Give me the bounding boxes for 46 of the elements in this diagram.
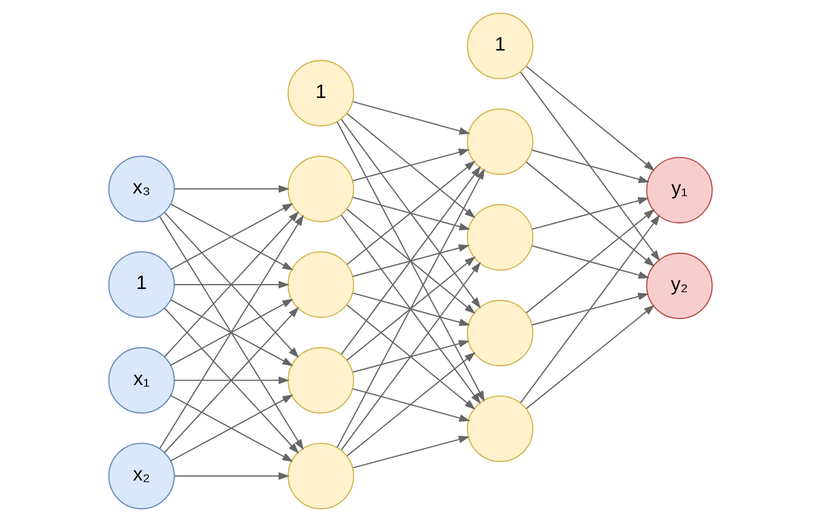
arrow <box>336 168 484 448</box>
node-circle: y₂ <box>646 252 712 320</box>
arrow <box>352 436 470 468</box>
arrow <box>346 352 476 456</box>
arrow <box>352 101 470 135</box>
arrow <box>336 122 484 402</box>
arrow <box>352 196 470 230</box>
node-circle: 1 <box>466 12 533 80</box>
arrow <box>340 166 480 355</box>
arrow <box>174 280 290 288</box>
arrow <box>346 113 476 218</box>
arrow <box>352 244 470 277</box>
arrow <box>532 245 650 279</box>
node-circle: x₂ <box>108 442 174 510</box>
node-circle: 1 <box>108 251 174 318</box>
arrow <box>352 340 470 373</box>
arrow <box>352 148 470 182</box>
arrow <box>174 472 290 480</box>
arrow <box>346 208 476 314</box>
arrow <box>532 150 650 184</box>
arrow <box>352 388 470 422</box>
arrow <box>346 304 476 410</box>
arrow <box>525 304 654 410</box>
arrow <box>532 197 648 230</box>
node-circle: y₁ <box>646 156 712 224</box>
arrow <box>520 214 660 404</box>
arrow <box>352 292 470 326</box>
arrow <box>525 162 654 267</box>
node-circle: x₁ <box>108 347 174 414</box>
arrow <box>340 214 480 404</box>
arrow <box>525 66 654 172</box>
node-circle <box>466 300 533 366</box>
arrow <box>174 376 290 384</box>
arrow <box>525 209 654 314</box>
node-circle <box>466 204 533 271</box>
node-circle <box>466 108 533 175</box>
node-circle: x₃ <box>108 156 174 222</box>
arrow <box>532 292 648 326</box>
node-circle <box>466 395 533 462</box>
arrow <box>340 262 480 450</box>
arrow <box>174 185 290 193</box>
arrow <box>340 118 480 308</box>
arrow <box>346 160 476 265</box>
node-circle: 1 <box>287 60 354 127</box>
arrow <box>346 256 476 361</box>
arrow <box>520 72 660 262</box>
